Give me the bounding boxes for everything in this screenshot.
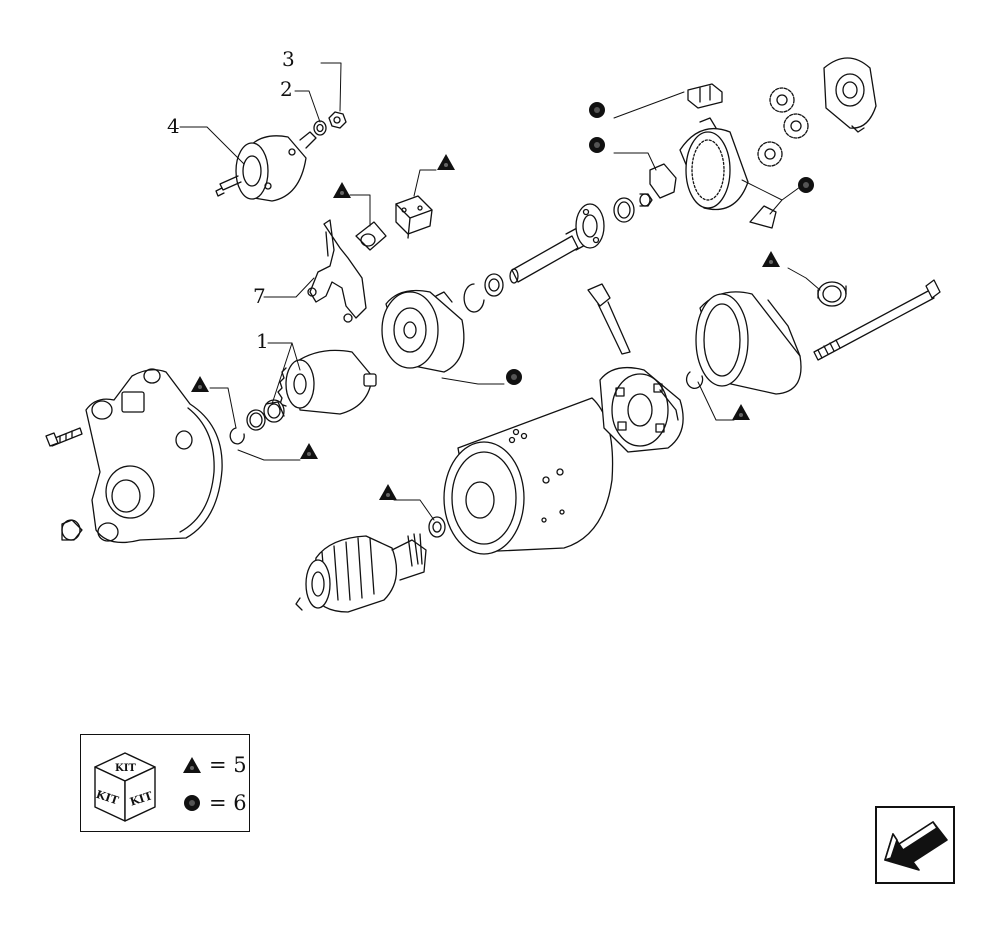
armature [295,533,427,613]
planet-gear-1 [769,87,795,113]
ring-gear [679,117,749,211]
callout-3: 3 [282,47,295,71]
shaft-washer [613,197,635,223]
field-housing [443,397,614,555]
brush-holder [587,283,684,453]
brush-piece-top [687,83,723,109]
shaft-bushing [639,193,653,207]
planet-gear-3 [757,141,783,167]
end-cover [695,291,802,395]
callout-7: 7 [253,284,266,308]
armature-washer [428,516,446,538]
brush-piece-low [749,205,777,229]
legend-triangle-row: = 5 [181,753,247,777]
cover-bushing [817,281,847,307]
callout-2: 2 [280,77,293,101]
thrust-washer [484,273,504,297]
drive-ring [246,409,266,431]
kit-label-top: KIT [115,763,136,774]
drive-end-housing [85,368,223,544]
intermediate-plate [381,289,465,373]
kit-cube-icon: KIT KIT KIT [94,752,156,822]
leader-lines [179,62,821,521]
pinion-drive-part-1 [277,349,377,415]
rubber-block [395,195,433,239]
washer-part-2 [313,120,327,136]
snap-ring-right [685,371,704,389]
snap-ring-mid [463,283,485,313]
output-shaft [509,203,605,284]
circle-marker-icon [184,795,200,811]
callout-1: 1 [256,329,269,353]
kit-legend: KIT KIT KIT = 5 = 6 [80,734,250,832]
callout-4: 4 [167,114,180,138]
brush-piece-mid [649,163,677,199]
planet-gear-2 [783,113,809,139]
legend-triangle-value: = 5 [209,753,247,777]
gear-cover-plate [823,57,877,133]
back-arrow-button[interactable] [875,806,955,884]
pin-clip [355,221,387,251]
solenoid-part-4 [215,131,317,202]
triangle-marker-icon [183,757,201,773]
legend-circle-row: = 6 [181,791,247,815]
snap-ring-left [229,427,245,445]
drive-bushing [263,399,285,423]
shift-fork-part-7 [307,219,367,323]
back-arrow-icon [884,821,948,871]
bushing-small [61,519,83,541]
legend-circle-value: = 6 [209,791,247,815]
through-bolt [813,279,941,361]
nut-part-3 [328,111,347,129]
mounting-bolt [45,427,83,447]
